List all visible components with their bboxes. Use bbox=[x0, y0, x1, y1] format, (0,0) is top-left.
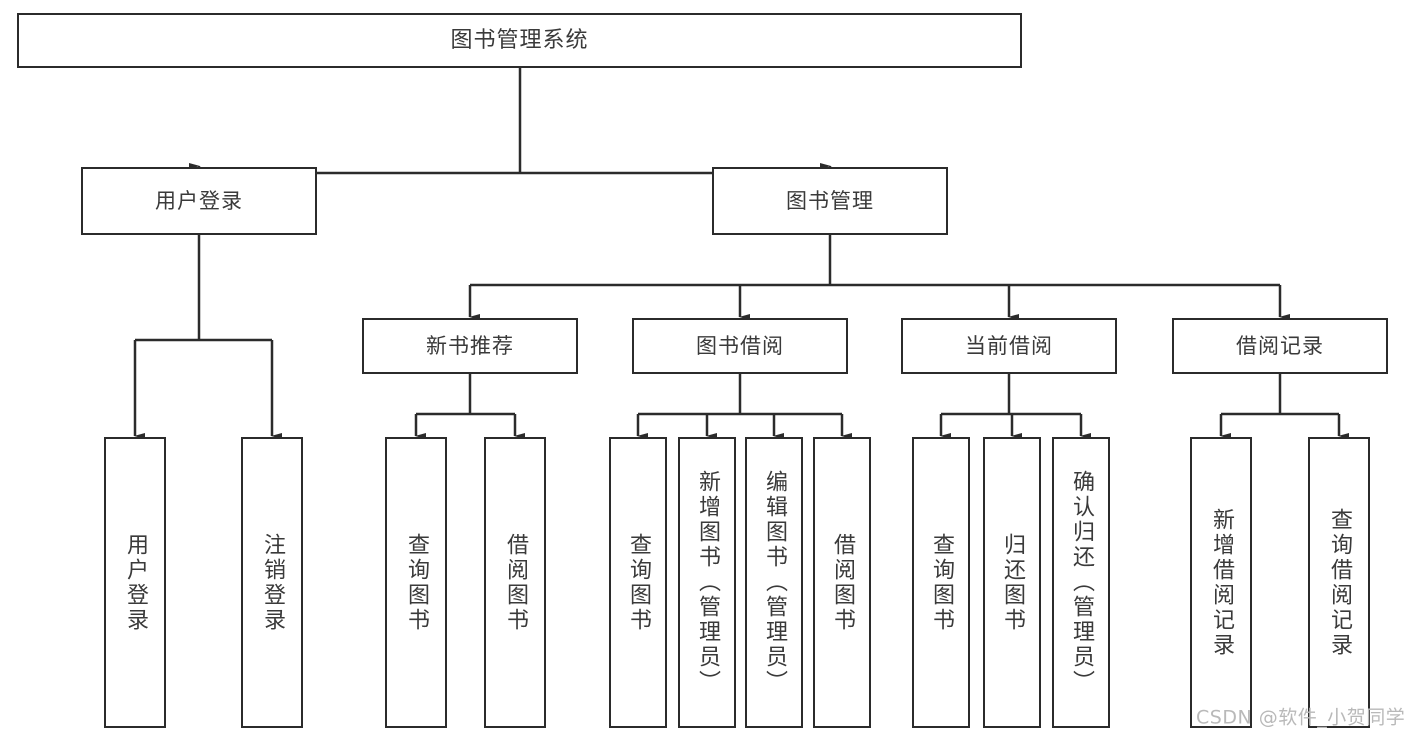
node-label-l-nb-borrow: 借阅图书 bbox=[503, 532, 528, 633]
node-bookmgmt[interactable]: 图书管理 bbox=[712, 167, 948, 235]
node-label-login: 用户登录 bbox=[155, 188, 243, 213]
node-label-l-cu-confirm: 确认归还（管理员） bbox=[1069, 470, 1094, 695]
node-l-cu-confirm[interactable]: 确认归还（管理员） bbox=[1052, 437, 1110, 728]
node-label-l-bo-add: 新增图书（管理员） bbox=[695, 470, 720, 695]
node-label-newbook: 新书推荐 bbox=[426, 333, 514, 358]
node-l-nb-borrow[interactable]: 借阅图书 bbox=[484, 437, 546, 728]
node-l-cu-query[interactable]: 查询图书 bbox=[912, 437, 970, 728]
node-l-bo-edit[interactable]: 编辑图书（管理员） bbox=[745, 437, 803, 728]
node-label-l-re-query: 查询借阅记录 bbox=[1327, 507, 1352, 658]
node-root[interactable]: 图书管理系统 bbox=[17, 13, 1022, 68]
node-label-l-nb-query: 查询图书 bbox=[404, 532, 429, 633]
node-label-l-cu-query: 查询图书 bbox=[929, 532, 954, 633]
node-l-re-query[interactable]: 查询借阅记录 bbox=[1308, 437, 1370, 728]
node-records[interactable]: 借阅记录 bbox=[1172, 318, 1388, 374]
node-l-login[interactable]: 用户登录 bbox=[104, 437, 166, 728]
node-label-borrow: 图书借阅 bbox=[696, 333, 784, 358]
node-borrow[interactable]: 图书借阅 bbox=[632, 318, 848, 374]
node-current[interactable]: 当前借阅 bbox=[901, 318, 1117, 374]
node-label-l-bo-edit: 编辑图书（管理员） bbox=[762, 470, 787, 695]
node-l-re-add[interactable]: 新增借阅记录 bbox=[1190, 437, 1252, 728]
node-l-cu-return[interactable]: 归还图书 bbox=[983, 437, 1041, 728]
node-label-bookmgmt: 图书管理 bbox=[786, 188, 874, 213]
node-label-current: 当前借阅 bbox=[965, 333, 1053, 358]
node-label-l-login: 用户登录 bbox=[123, 532, 148, 633]
node-label-l-bo-query: 查询图书 bbox=[626, 532, 651, 633]
node-newbook[interactable]: 新书推荐 bbox=[362, 318, 578, 374]
node-label-root: 图书管理系统 bbox=[450, 27, 589, 53]
node-l-logout[interactable]: 注销登录 bbox=[241, 437, 303, 728]
node-l-bo-borrow[interactable]: 借阅图书 bbox=[813, 437, 871, 728]
node-l-nb-query[interactable]: 查询图书 bbox=[385, 437, 447, 728]
node-l-bo-add[interactable]: 新增图书（管理员） bbox=[678, 437, 736, 728]
connector-layer bbox=[133, 68, 1349, 439]
node-label-records: 借阅记录 bbox=[1236, 333, 1324, 358]
node-label-l-cu-return: 归还图书 bbox=[1000, 532, 1025, 633]
node-l-bo-query[interactable]: 查询图书 bbox=[609, 437, 667, 728]
node-login[interactable]: 用户登录 bbox=[81, 167, 317, 235]
node-label-l-bo-borrow: 借阅图书 bbox=[830, 532, 855, 633]
node-label-l-logout: 注销登录 bbox=[260, 532, 285, 633]
node-label-l-re-add: 新增借阅记录 bbox=[1209, 507, 1234, 658]
